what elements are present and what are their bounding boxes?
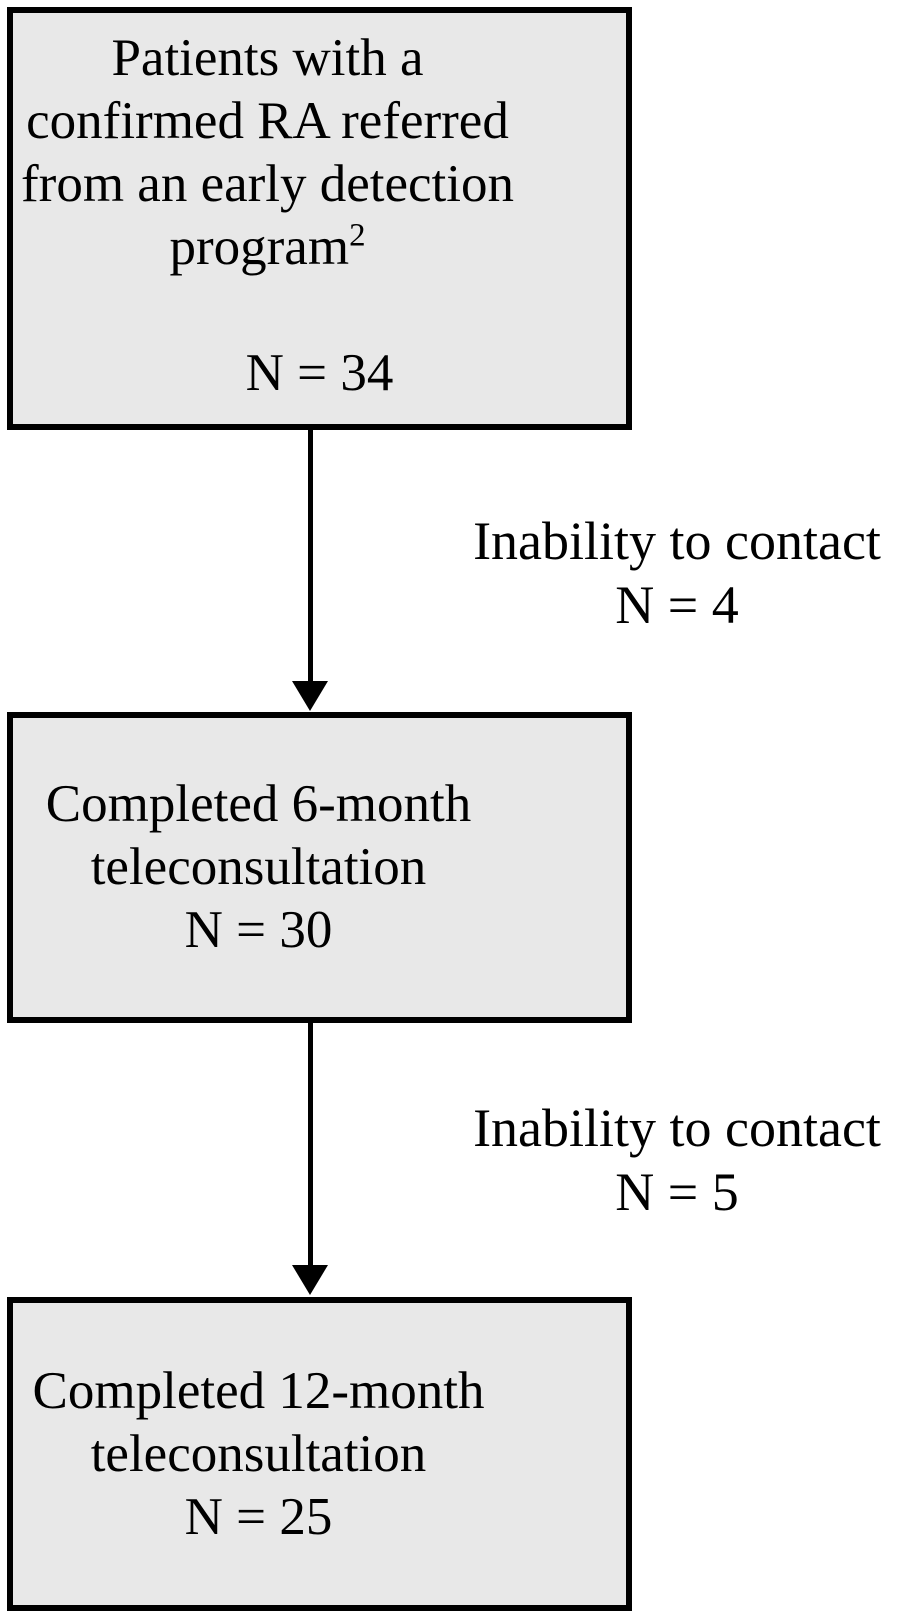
dropout-label-2: Inability to contact N = 5 xyxy=(457,1096,897,1224)
dropout-n-count: N = 5 xyxy=(615,1162,739,1222)
box-text-line: from an early detection xyxy=(21,155,514,213)
box-n-count: N = 30 xyxy=(184,901,333,959)
connector-arrow-2-shaft xyxy=(308,1023,313,1265)
dropout-n-count: N = 4 xyxy=(615,575,739,635)
box-text-line: Completed 6-month xyxy=(45,775,472,833)
flow-box-6-month-teleconsultation: Completed 6-month teleconsultation N = 3… xyxy=(7,712,632,1023)
box-text-block: Completed 12-month teleconsultation N = … xyxy=(13,1360,504,1549)
box-n-count: N = 25 xyxy=(184,1487,333,1546)
box-text-line: teleconsultation xyxy=(90,1424,427,1483)
box-text-line: teleconsultation xyxy=(90,838,427,896)
flow-box-12-month-teleconsultation: Completed 12-month teleconsultation N = … xyxy=(7,1297,632,1611)
box-text-base: program xyxy=(169,218,350,276)
footnote-superscript: 2 xyxy=(349,217,366,254)
box-text-line-superscript: program2 xyxy=(13,216,522,279)
flow-box-enrollment: Patients with a confirmed RA referred fr… xyxy=(7,7,632,430)
box-text-block: Completed 6-month teleconsultation N = 3… xyxy=(13,773,504,962)
enrollment-description: Patients with a confirmed RA referred fr… xyxy=(13,27,522,342)
box-text-line: Completed 12-month xyxy=(32,1361,485,1420)
dropout-label-1: Inability to contact N = 4 xyxy=(457,509,897,637)
dropout-reason: Inability to contact xyxy=(473,511,881,571)
connector-arrow-2-head xyxy=(292,1265,328,1295)
blank-line xyxy=(13,279,522,342)
box-text-line: confirmed RA referred xyxy=(26,92,509,150)
connector-arrow-1-shaft xyxy=(308,430,313,681)
connector-arrow-1-head xyxy=(292,681,328,711)
box-n-count: N = 34 xyxy=(245,344,394,402)
box-text-line: Patients with a xyxy=(111,29,424,87)
dropout-reason: Inability to contact xyxy=(473,1098,881,1158)
